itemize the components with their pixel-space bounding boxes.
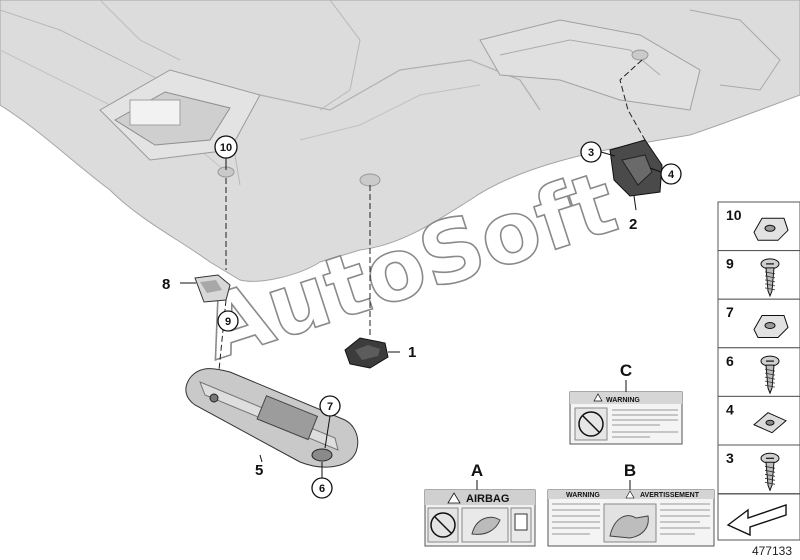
label-b-right-title: AVERTISSEMENT: [640, 492, 700, 499]
legend-number: 4: [726, 401, 734, 417]
legend-row: 3: [717, 444, 800, 495]
callout-4: 4: [668, 169, 675, 181]
label-a-letter: A: [471, 461, 483, 480]
square-nut-icon: [753, 412, 787, 434]
callout-1: 1: [408, 344, 416, 361]
legend-panel: 10 9 7 6 4 3: [717, 201, 800, 541]
legend-row: 4: [717, 395, 800, 446]
callout-6: 6: [319, 483, 325, 495]
screw-icon: [760, 355, 780, 395]
part-1-cover: [344, 337, 400, 369]
screw-icon: [760, 452, 780, 492]
part-5-sun-visor: [185, 368, 359, 468]
clip-nut-icon: [753, 217, 789, 241]
label-b-left-title: WARNING: [566, 492, 600, 499]
legend-number: 9: [726, 256, 734, 272]
part-2-cover: [609, 139, 663, 211]
callout-9-circle: [217, 310, 239, 332]
label-c-title: WARNING: [606, 397, 640, 404]
clip-nut-icon: [753, 315, 789, 338]
label-a-title: AIRBAG: [466, 493, 509, 505]
arrow-icon: [726, 504, 787, 537]
legend-row: 9: [717, 250, 800, 300]
screw-icon: [760, 258, 780, 298]
label-a: A AIRBAG: [424, 461, 536, 547]
label-b: B WARNING AVERTISSEMENT: [547, 461, 715, 547]
label-c: C WARNING: [569, 361, 683, 445]
label-c-letter: C: [620, 361, 632, 380]
callout-7: 7: [327, 401, 333, 413]
headliner: [0, 0, 800, 282]
callout-3: 3: [588, 147, 594, 159]
legend-row: 10: [717, 201, 800, 252]
label-b-letter: B: [624, 461, 636, 480]
callout-4-circle: [660, 163, 682, 185]
callout-8: 8: [162, 276, 170, 293]
legend-row: 7: [717, 298, 800, 349]
callout-10: 10: [220, 142, 232, 154]
callout-5: 5: [255, 462, 263, 479]
legend-row: 6: [717, 347, 800, 397]
page-number: 477133: [751, 544, 792, 558]
callout-9: 9: [225, 316, 231, 328]
part-8-clip: [180, 274, 231, 303]
callouts: 10 9 3 4 7 6 1 2 5 8: [162, 135, 682, 499]
callout-2: 2: [629, 216, 637, 233]
legend-number: 6: [726, 353, 734, 369]
legend-number: 10: [726, 207, 742, 223]
legend-number: 7: [726, 304, 734, 320]
legend-number: 3: [726, 450, 734, 466]
